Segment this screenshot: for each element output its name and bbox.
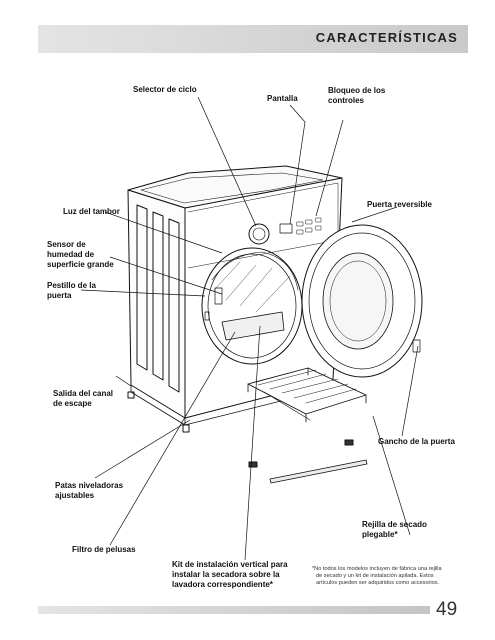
label-control-lock-1: Bloqueo de los	[328, 86, 386, 95]
kit-bracket-left	[248, 461, 258, 468]
label-stacking-kit-1: Kit de instalación vertical para	[172, 560, 288, 569]
label-control-lock-2: controles	[328, 96, 365, 105]
label-moisture-sensor-1: Sensor de	[47, 240, 86, 249]
label-stacking-kit-2: instalar la secadora sobre la	[172, 570, 280, 579]
kit-bar	[269, 459, 368, 484]
label-leveling-legs-2: ajustables	[55, 491, 95, 500]
label-lint-filter: Filtro de pelusas	[72, 545, 136, 554]
footnote-line-2: de secado y un kit de instalación apilad…	[316, 573, 434, 580]
footnote: *No todos los modelos incluyen de fábric…	[312, 566, 472, 588]
label-door-latch-2: puerta	[47, 291, 72, 300]
label-moisture-sensor-3: superficie grande	[47, 260, 114, 269]
label-door-hook: Gancho de la puerta	[378, 437, 455, 446]
page-number: 49	[436, 599, 458, 620]
label-cycle-selector: Selector de ciclo	[133, 85, 197, 94]
header-bar: CARACTERÍSTICAS	[38, 25, 468, 53]
label-display: Pantalla	[267, 94, 298, 103]
kit-bracket-right	[344, 439, 354, 446]
footnote-line-1: *No todos los modelos incluyen de fábric…	[312, 566, 442, 572]
lint-filter	[221, 311, 285, 341]
display-panel	[279, 223, 293, 234]
page-title: CARACTERÍSTICAS	[315, 30, 458, 45]
label-leveling-legs-1: Patas niveladoras	[55, 481, 124, 490]
label-exhaust-1: Salida del canal	[53, 389, 114, 398]
label-door-latch-1: Pestillo de la	[47, 281, 96, 290]
footnote-line-3: artículos pueden ser adquiridos como acc…	[316, 580, 440, 587]
label-moisture-sensor-2: humedad de	[47, 250, 95, 259]
cycle-selector-knob	[248, 223, 270, 245]
footer-bar	[38, 606, 430, 614]
label-drying-rack-2: plegable*	[362, 530, 398, 539]
label-stacking-kit-3: lavadora correspondiente*	[172, 580, 273, 589]
label-drum-light: Luz del tambor	[63, 207, 120, 216]
label-drying-rack-1: Rejilla de secado	[362, 520, 427, 529]
label-exhaust-2: de escape	[53, 399, 92, 408]
label-reversible-door: Puerta reversible	[367, 200, 432, 209]
